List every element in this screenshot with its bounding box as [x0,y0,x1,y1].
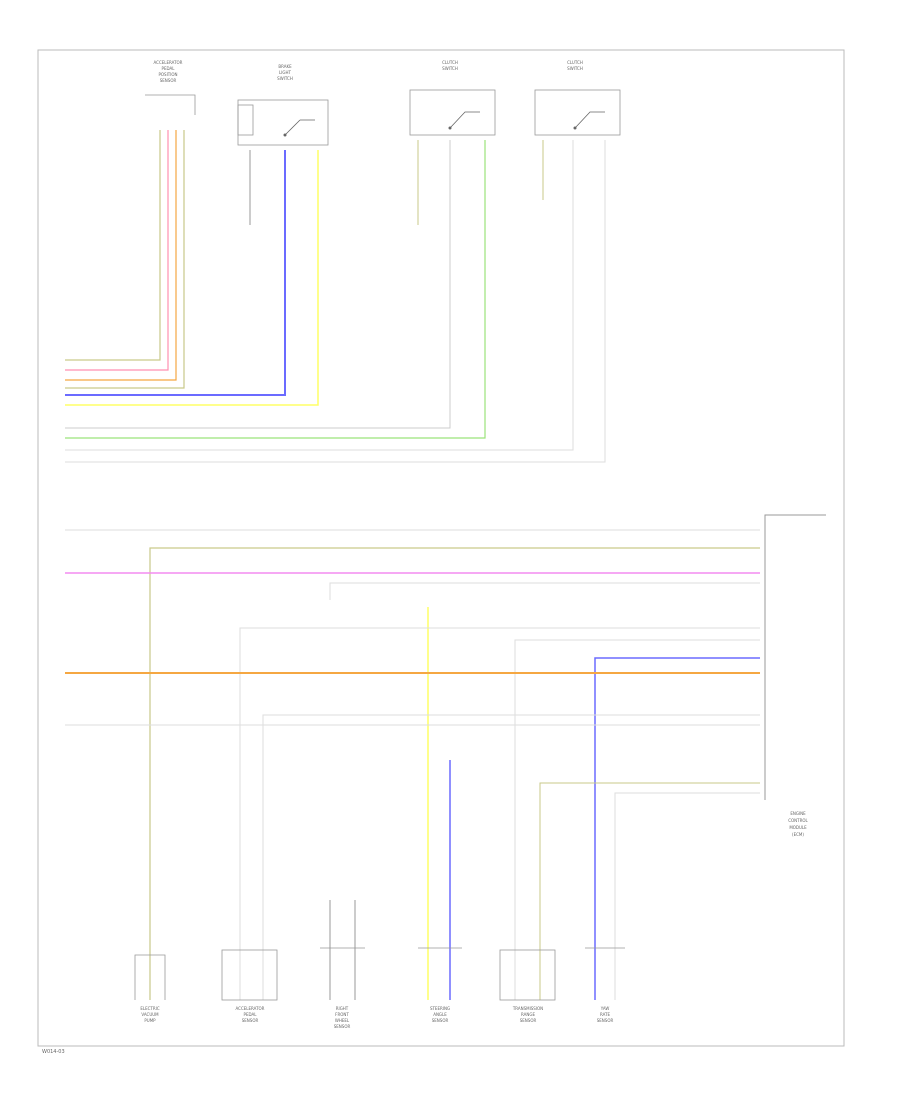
steering-label-1: STEERING [430,1006,450,1011]
accel-sensor-label-2: PEDAL [162,66,176,71]
steering-label-3: SENSOR [432,1018,449,1023]
clutch1-label-1: CLUTCH [442,60,458,65]
vacuum-pump-label-3: PUMP [144,1018,156,1023]
vacuum-pump-label-2: VACUUM [141,1012,159,1017]
trans-sensor-label-2: RANGE [521,1012,535,1017]
clutch-switch-2: CLUTCH SWITCH [534,60,621,136]
ecm-harness [65,529,760,1000]
wheel-sensor-label-4: SENSOR [334,1024,351,1029]
yaw-label-2: RATE [600,1012,610,1017]
steering-label-2: ANGLE [433,1012,447,1017]
wheel-sensor-label-3: WHEEL [335,1018,350,1023]
right-front-wheel-sensor: RIGHT FRONT WHEEL SENSOR [320,947,365,1029]
ecm-label-4: (ECM) [792,832,804,837]
steering-sensor: STEERING ANGLE SENSOR [418,947,462,1023]
vacuum-pump-label-1: ELECTRIC [140,1006,159,1011]
top-harness [65,130,606,463]
accel-bottom-label-2: PEDAL [244,1012,258,1017]
accel-sensor-label-1: ACCELERATOR [154,60,183,65]
accel-sensor-label-4: SENSOR [160,78,177,83]
accelerator-sensor-bottom: ACCELERATOR PEDAL SENSOR [221,949,278,1023]
ecm-label-1: ENGINE [790,811,806,816]
brake-light-switch: BRAKE LIGHT SWITCH [237,64,329,146]
clutch2-label-2: SWITCH [567,66,583,71]
brake-switch-label-3: SWITCH [277,76,293,81]
trans-sensor-label-1: TRANSMISSION [512,1006,543,1011]
trans-sensor-label-3: SENSOR [520,1018,537,1023]
clutch2-label-1: CLUTCH [567,60,583,65]
ecm-connector: ENGINE CONTROL MODULE (ECM) [764,514,826,837]
electric-vacuum-pump: ELECTRIC VACUUM PUMP [134,954,166,1023]
sheet-id: W014-03 [42,1049,65,1055]
diagram-frame [37,49,845,1047]
accel-bottom-label-1: ACCELERATOR [236,1006,265,1011]
yaw-label-3: SENSOR [597,1018,614,1023]
accelerator-pedal-sensor: ACCELERATOR PEDAL POSITION SENSOR [145,60,196,115]
clutch-switch-1: CLUTCH SWITCH [409,60,496,136]
ecm-label-3: MODULE [789,825,807,830]
wheel-sensor-label-2: FRONT [335,1012,349,1017]
transmission-range-sensor: TRANSMISSION RANGE SENSOR [499,949,556,1023]
clutch1-label-2: SWITCH [442,66,458,71]
brake-switch-label-1: BRAKE [278,64,292,69]
yaw-label-1: YAW [600,1006,610,1011]
yaw-rate-sensor: YAW RATE SENSOR [585,947,625,1023]
accel-sensor-label-3: POSITION [158,72,177,77]
ecm-label-2: CONTROL [788,818,808,823]
brake-switch-label-2: LIGHT [279,70,292,75]
accel-bottom-label-3: SENSOR [242,1018,259,1023]
wheel-sensor-label-1: RIGHT [336,1006,349,1011]
